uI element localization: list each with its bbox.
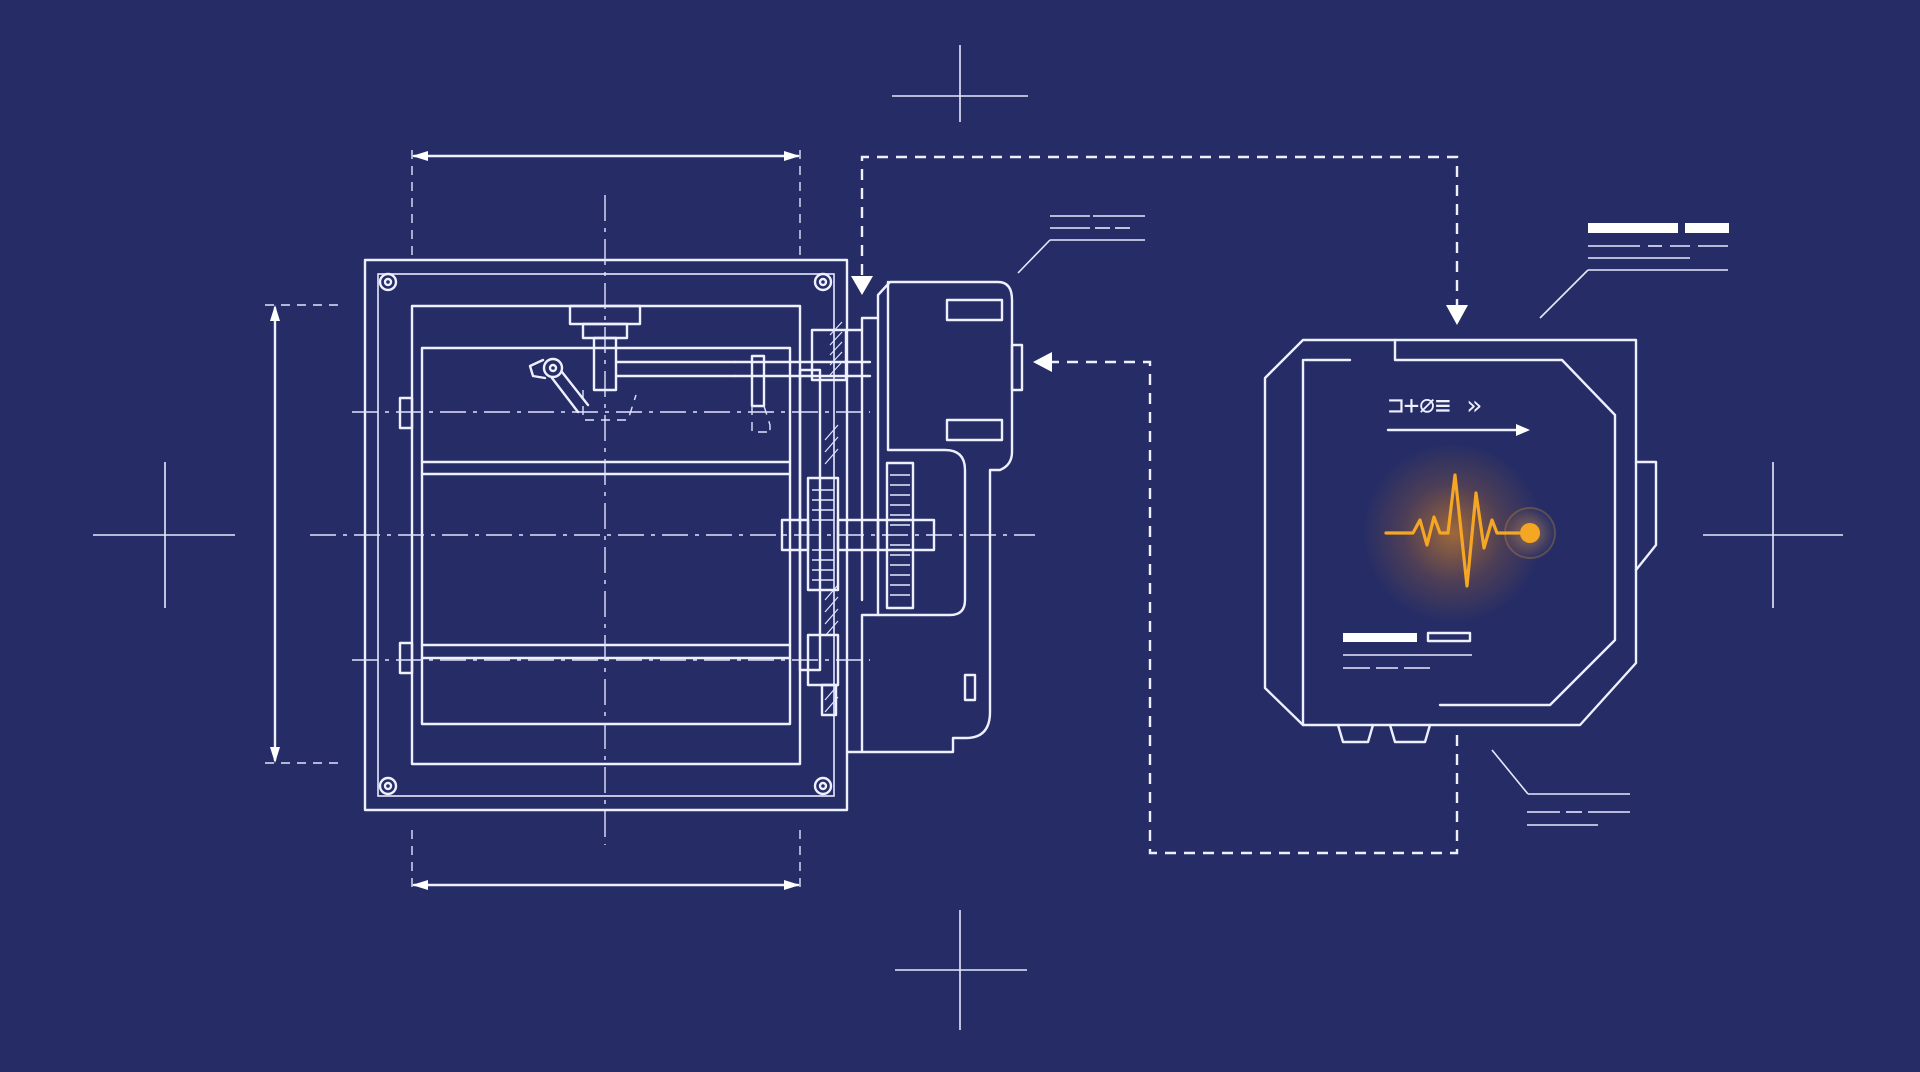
controller-symbol-text: ⊐+∅≡ » — [1388, 391, 1482, 421]
signal-connectors — [851, 155, 1468, 855]
crosshair-left — [93, 462, 235, 608]
callout-controller-top — [1539, 223, 1729, 319]
dimension-lines — [265, 150, 801, 892]
crosshair-marks — [93, 45, 1843, 1030]
callout-actuator — [1017, 215, 1145, 274]
crosshair-bottom — [895, 910, 1027, 1030]
crosshair-right — [1703, 462, 1843, 608]
crosshair-top — [892, 45, 1028, 122]
controller-module-icon: ⊐+∅≡ » — [1263, 338, 1658, 744]
annotation-callouts — [1017, 215, 1729, 826]
heartbeat-signal-icon — [1363, 443, 1556, 623]
damper-blueprint-icon — [310, 195, 1035, 845]
actuator-motor-icon — [845, 280, 1024, 754]
callout-controller-bottom — [1491, 749, 1630, 826]
